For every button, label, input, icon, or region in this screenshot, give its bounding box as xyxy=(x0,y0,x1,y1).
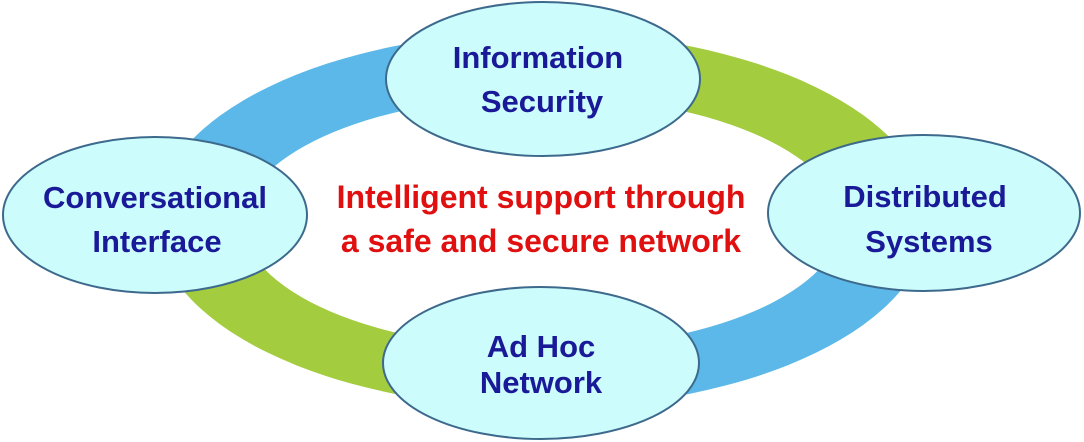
node-ad-hoc-network-line-2: Network xyxy=(480,365,603,400)
node-distributed-systems-ellipse xyxy=(767,134,1081,292)
node-ad-hoc-network-ellipse xyxy=(382,286,700,440)
node-ad-hoc-network: Ad Hoc Network xyxy=(382,286,700,440)
node-information-security: Information Security xyxy=(385,1,701,157)
node-information-security-ellipse xyxy=(385,1,701,157)
node-ad-hoc-network-line-1: Ad Hoc xyxy=(487,329,596,364)
node-information-security-line-1: Information xyxy=(453,40,624,75)
center-label: Intelligent support through a safe and s… xyxy=(337,179,746,259)
node-information-security-line-2: Security xyxy=(481,84,604,119)
node-distributed-systems-line-2: Systems xyxy=(865,224,993,259)
node-conversational-interface: Conversational Interface xyxy=(2,136,308,294)
node-distributed-systems: Distributed Systems xyxy=(767,134,1081,292)
node-conversational-interface-line-2: Interface xyxy=(92,224,221,259)
node-conversational-interface-line-1: Conversational xyxy=(43,180,267,215)
center-label-line-1: Intelligent support through xyxy=(337,179,746,215)
node-distributed-systems-line-1: Distributed xyxy=(843,179,1007,214)
node-conversational-interface-ellipse xyxy=(2,136,308,294)
center-label-line-2: a safe and secure network xyxy=(341,223,741,259)
